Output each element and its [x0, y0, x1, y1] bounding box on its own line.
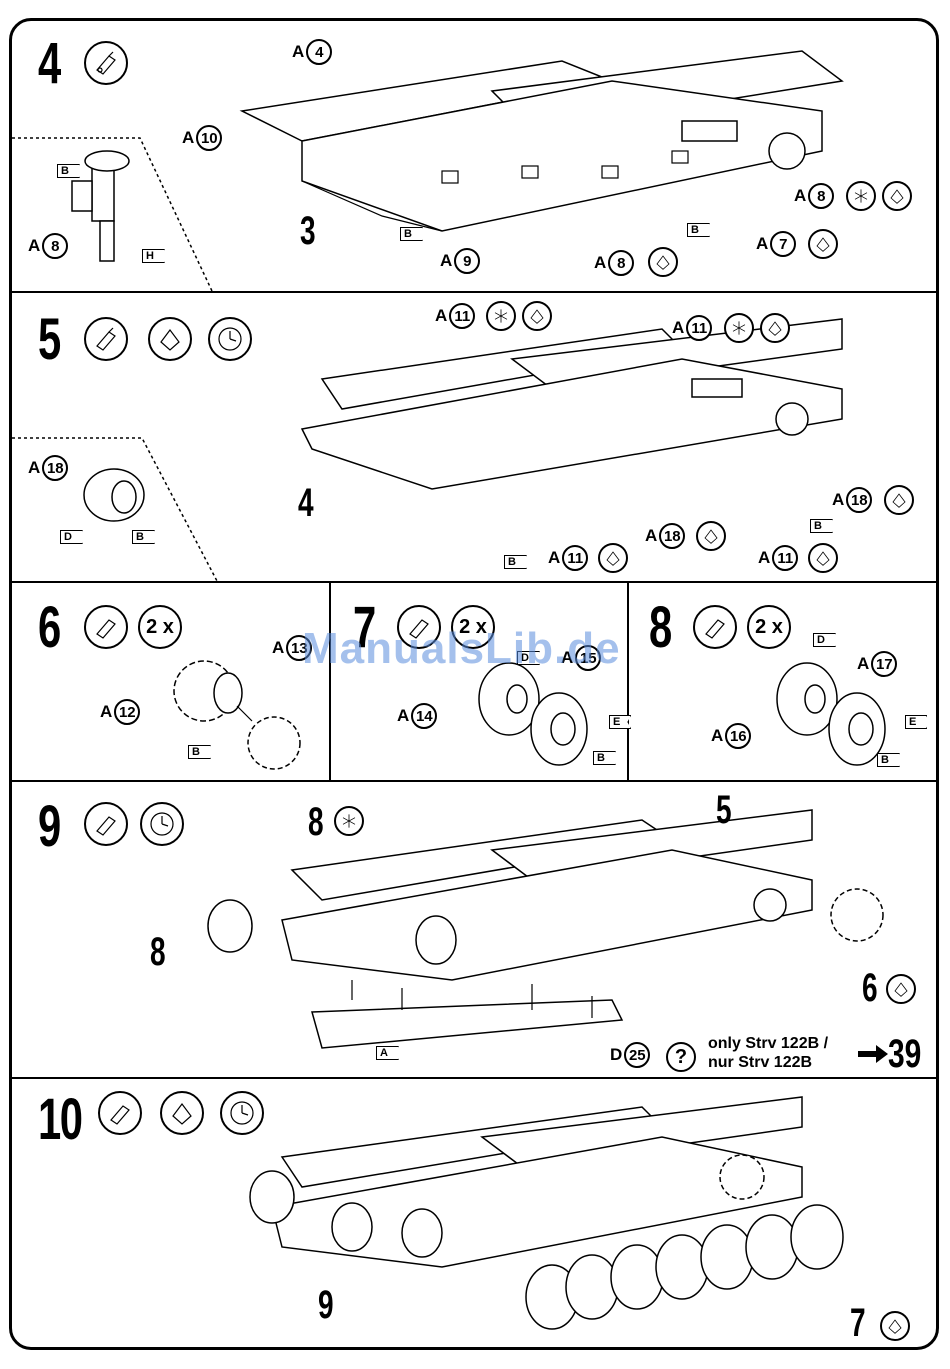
ref-number: 9 — [318, 1285, 334, 1325]
ref-number: 8 — [150, 932, 166, 972]
goto-step: 39 — [858, 1034, 933, 1074]
paint-icon — [522, 301, 552, 331]
paint-icon — [882, 181, 912, 211]
glue-tube-icon — [98, 1091, 142, 1135]
step-number: 9 — [38, 798, 60, 856]
hull-assembly-drawing — [192, 800, 912, 1060]
ref-number: 7 — [850, 1303, 866, 1343]
clock-dry-icon — [140, 802, 184, 846]
paint-icon — [696, 521, 726, 551]
step-number: 8 — [649, 599, 671, 657]
step-10-panel: 10 9 7 — [12, 1077, 936, 1350]
step-number: 6 — [38, 599, 60, 657]
step-9-panel: 9 8 5 8 6 A — [12, 780, 936, 1077]
paint-icon — [880, 1311, 910, 1341]
paint-icon — [808, 543, 838, 573]
quantity-badge: 2 x — [747, 605, 791, 649]
ref-number: 4 — [298, 483, 314, 523]
glue-tube-icon — [84, 802, 128, 846]
ref-number: 6 — [862, 968, 878, 1008]
paint-icon — [760, 313, 790, 343]
paint-icon — [648, 247, 678, 277]
paint-icon — [808, 229, 838, 259]
flag-b: B — [810, 519, 833, 533]
paint-icon — [160, 1091, 204, 1135]
glue-tube-icon — [84, 605, 128, 649]
inset-dashed-box — [12, 291, 232, 581]
asterisk-icon — [334, 806, 364, 836]
step-number: 10 — [38, 1091, 82, 1149]
flag-b: B — [504, 555, 527, 569]
watermark: ManualsLib.de — [302, 624, 621, 674]
asterisk-icon — [724, 313, 754, 343]
question-icon: ? — [666, 1042, 696, 1072]
paint-icon — [886, 974, 916, 1004]
sprocket-drawing — [162, 651, 322, 771]
flag-d: D — [813, 633, 836, 647]
variant-note: only Strv 122B / nur Strv 122B — [708, 1034, 828, 1072]
ref-number: 3 — [300, 211, 316, 251]
glue-tube-icon — [693, 605, 737, 649]
flag-e: E — [905, 715, 927, 729]
arrow-right-icon — [858, 1044, 888, 1064]
asterisk-icon — [486, 301, 516, 331]
paint-icon — [598, 543, 628, 573]
ref-number: 8 — [308, 802, 324, 842]
quantity-badge: 2 x — [138, 605, 182, 649]
callout-a11-top-right: A11 — [672, 315, 712, 341]
asterisk-icon — [846, 181, 876, 211]
ref-number: 5 — [716, 790, 732, 830]
paint-icon — [884, 485, 914, 515]
